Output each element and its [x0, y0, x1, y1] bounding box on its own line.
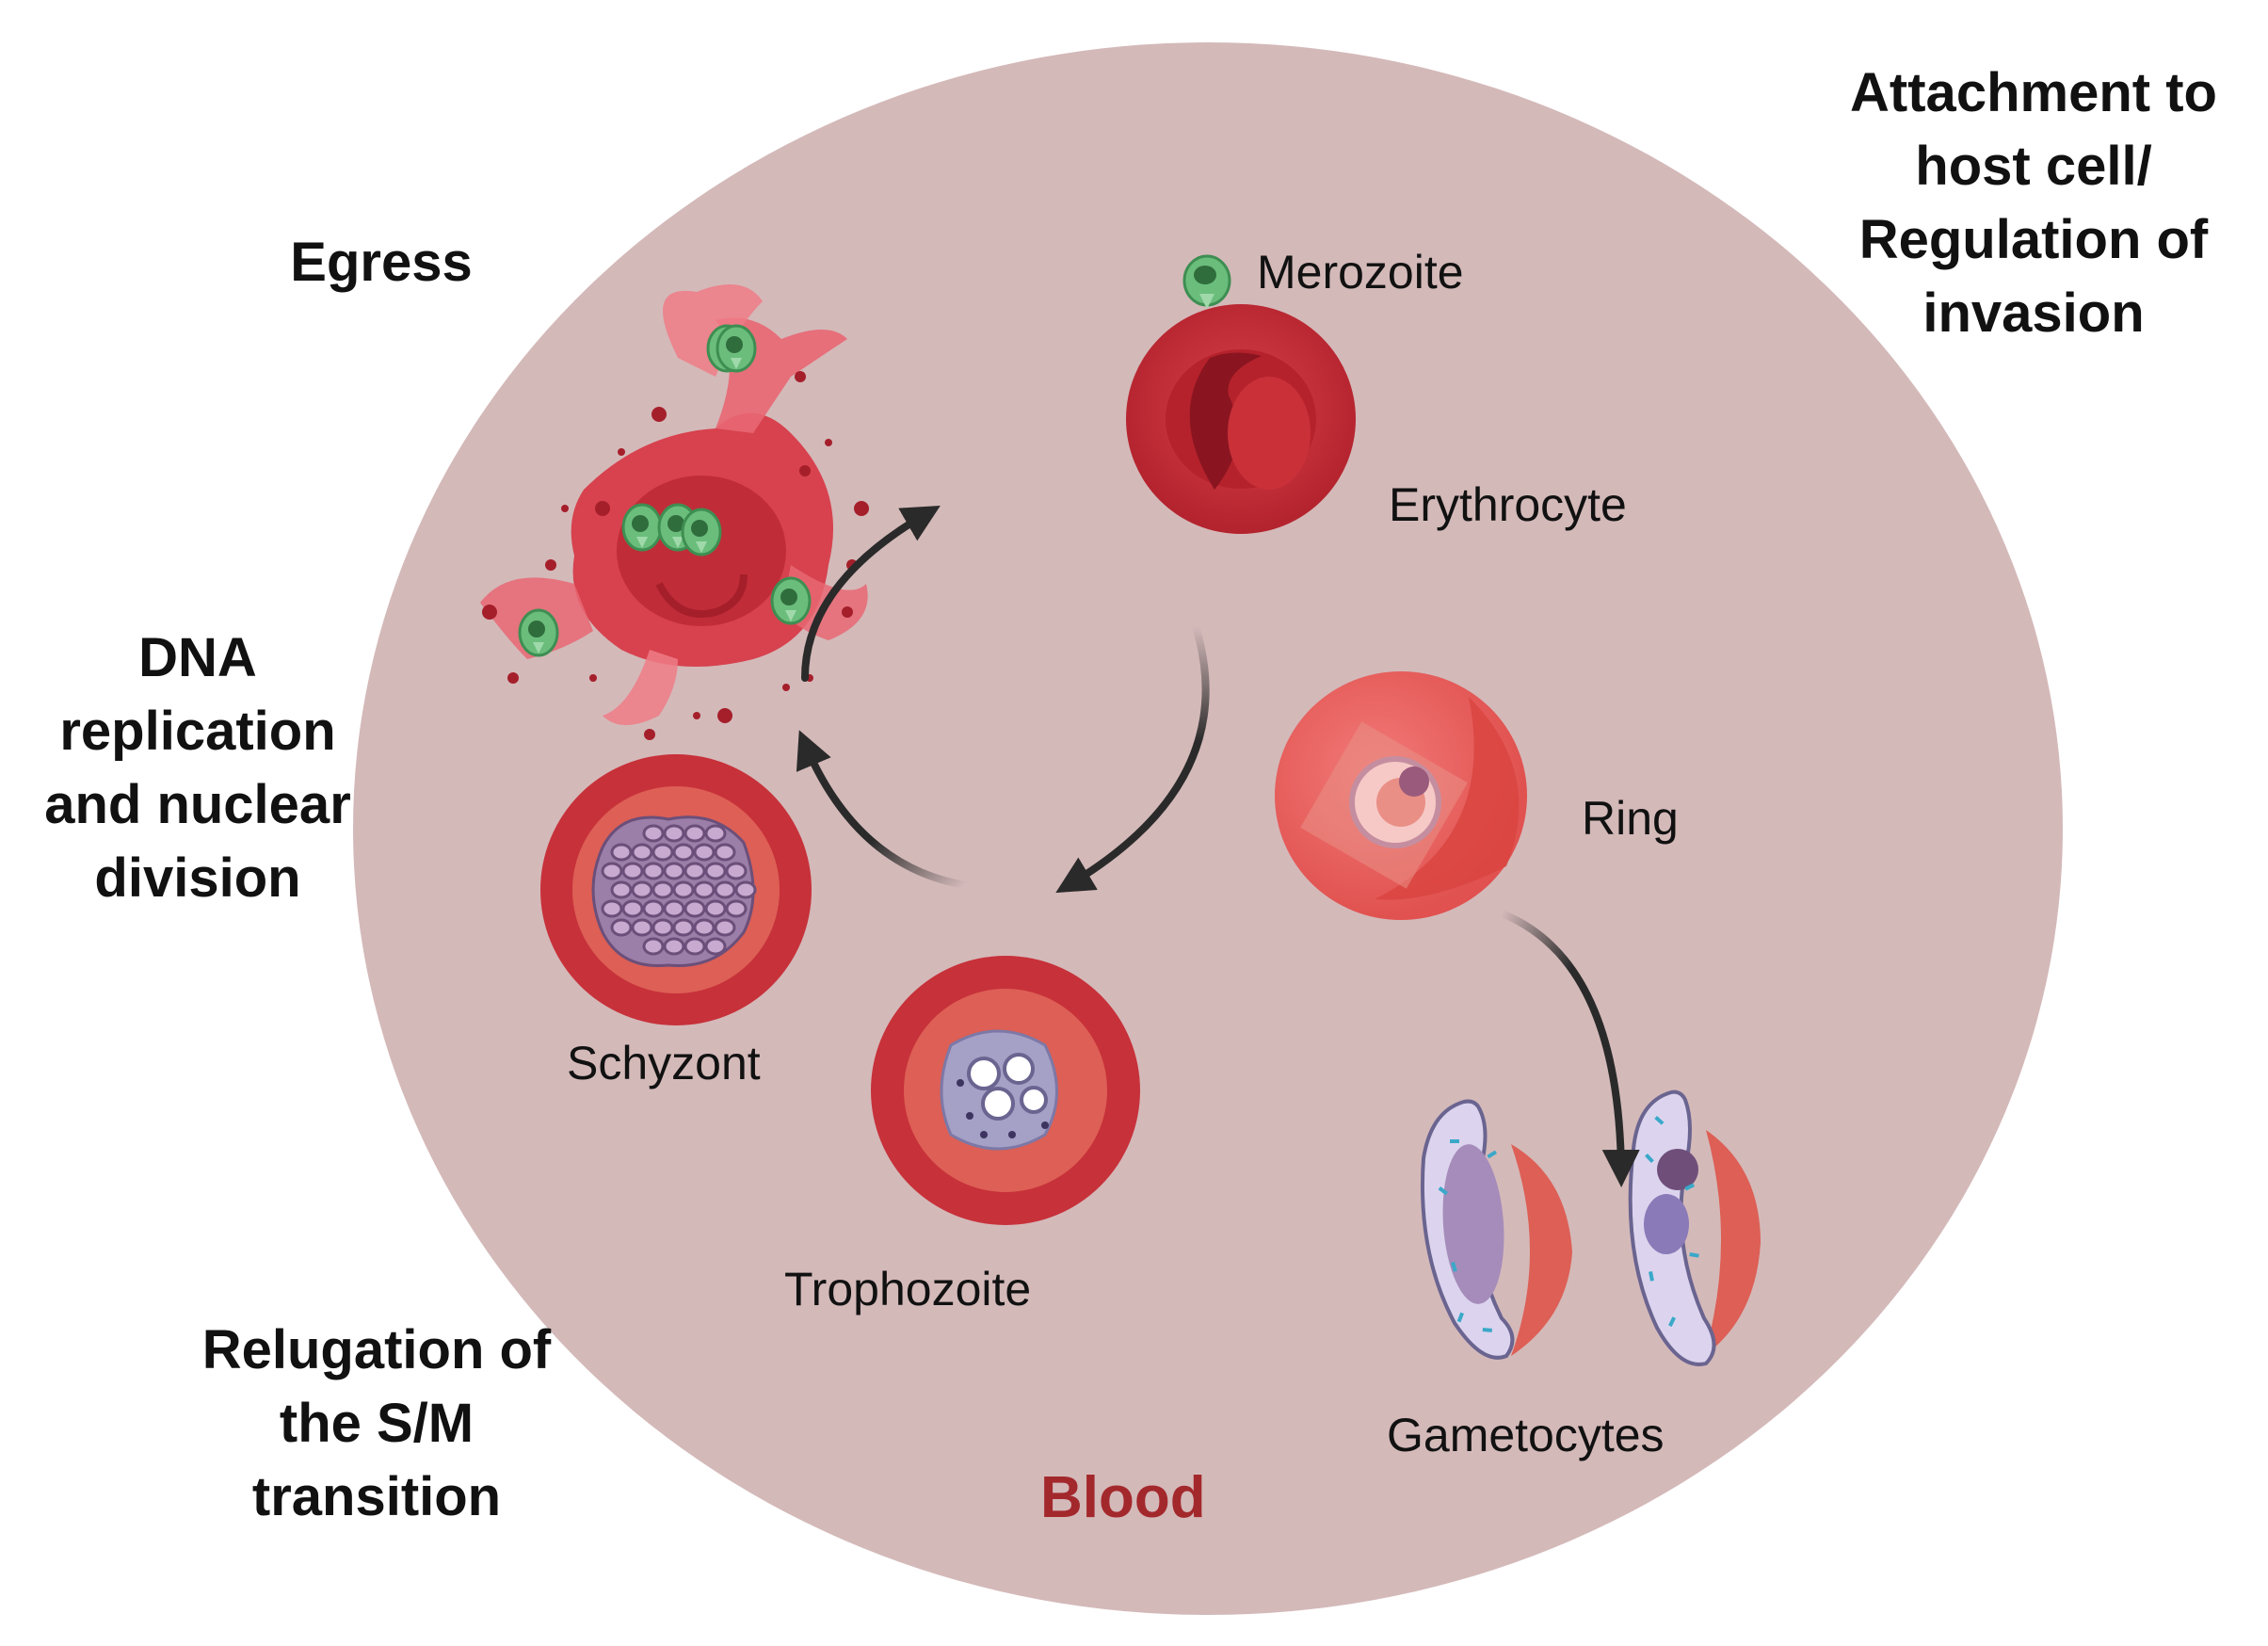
- gametocyte-fleck: [1649, 1271, 1654, 1282]
- schyzont-nucleus: [734, 880, 757, 899]
- schyzont-nucleus: [642, 824, 665, 843]
- merozoite: [681, 508, 722, 557]
- arrow-ring-to-gametocytes: [1498, 910, 1640, 1187]
- erythrocyte-icon: [1126, 304, 1356, 534]
- spatter-dot: [842, 606, 853, 618]
- spatter-dot: [799, 465, 811, 476]
- schyzont-nucleus: [631, 918, 653, 937]
- spatter-dot: [825, 439, 832, 446]
- schyzont-nucleus: [672, 918, 695, 937]
- label-relugation: Relugation of the S/M transition: [201, 1319, 552, 1527]
- ring-stage-icon: [1275, 671, 1527, 920]
- gametocyte-fleck: [1450, 1139, 1459, 1143]
- gametocyte-fleck: [1451, 1262, 1457, 1272]
- merozoite: [518, 608, 559, 657]
- arrow-erythrocyte-to-trophozoite: [1055, 622, 1210, 894]
- merozoite-icon: [1182, 254, 1231, 309]
- gametocyte-fleck: [1482, 1328, 1492, 1332]
- spatter-dot: [618, 448, 625, 456]
- schyzont-nucleus: [704, 824, 727, 843]
- schyzont-nucleus: [642, 899, 665, 918]
- merozoite: [770, 576, 812, 625]
- schyzont-nucleus: [672, 880, 695, 899]
- label-erythrocyte: Erythrocyte: [1389, 478, 1627, 531]
- spatter-dot: [482, 605, 497, 620]
- schyzont-nucleus: [672, 843, 695, 862]
- schyzont-nucleus: [693, 918, 716, 937]
- label-trophozoite: Trophozoite: [784, 1263, 1032, 1315]
- schyzont-nucleus: [704, 937, 727, 956]
- schyzont-nucleus: [693, 880, 716, 899]
- gametocyte-fleck: [1684, 1183, 1695, 1191]
- label-merozoite: Merozoite: [1257, 246, 1464, 299]
- gametocyte-fleck: [1645, 1154, 1654, 1164]
- label-dna-replication: DNA replication and nuclear division: [44, 627, 351, 909]
- spatter-dot: [589, 674, 597, 682]
- schyzont-nucleus: [610, 880, 633, 899]
- schyzont-nucleus: [631, 880, 653, 899]
- gametocyte-fleck: [1689, 1252, 1699, 1258]
- schyzont-nucleus: [651, 843, 674, 862]
- trophozoite-icon: [871, 956, 1140, 1225]
- schyzont-nucleus: [610, 918, 633, 937]
- spatter-dot: [507, 672, 519, 684]
- spatter-dot: [854, 501, 869, 516]
- label-blood: Blood: [1040, 1465, 1206, 1530]
- gametocyte-fleck: [1654, 1115, 1665, 1125]
- schyzont-nucleus: [714, 880, 736, 899]
- schyzont-nucleus: [663, 937, 685, 956]
- schyzont-nucleus: [663, 824, 685, 843]
- schyzont-nucleus: [714, 918, 736, 937]
- schyzont-nucleus: [714, 843, 736, 862]
- schyzont-nucleus: [684, 824, 706, 843]
- schyzont-nucleus: [663, 899, 685, 918]
- label-schyzont: Schyzont: [567, 1037, 761, 1089]
- schyzont-nucleus: [704, 862, 727, 880]
- schyzont-nucleus: [621, 899, 644, 918]
- schyzont-nucleus: [725, 899, 748, 918]
- gametocyte-fleck: [1456, 1312, 1464, 1323]
- merozoite: [621, 503, 663, 552]
- label-attachment: Attachment to host cell/ Regulation of i…: [1850, 62, 2217, 344]
- spatter-dot: [595, 501, 610, 516]
- schyzont-nucleus: [725, 862, 748, 880]
- schyzont-nucleus: [642, 862, 665, 880]
- schyzont-nucleus: [684, 862, 706, 880]
- merozoite: [716, 324, 757, 373]
- schyzont-nucleus: [601, 899, 623, 918]
- gametocyte-icon-left: [1420, 1099, 1572, 1360]
- schyzont-nucleus: [651, 880, 674, 899]
- arrow-schyzont-to-egress: [801, 506, 941, 682]
- schyzont-nucleus: [684, 899, 706, 918]
- schyzont-nucleus: [601, 862, 623, 880]
- label-ring: Ring: [1582, 792, 1679, 845]
- gametocyte-fleck: [1487, 1150, 1497, 1159]
- schyzont-nucleus: [693, 843, 716, 862]
- spatter-dot: [651, 407, 667, 422]
- schyzont-nucleus: [684, 937, 706, 956]
- schyzont-nucleus: [651, 918, 674, 937]
- spatter-dot: [561, 505, 569, 512]
- schyzont-nucleus: [610, 843, 633, 862]
- schyzont-nucleus: [631, 843, 653, 862]
- label-egress: Egress: [290, 232, 473, 293]
- label-gametocytes: Gametocytes: [1387, 1409, 1665, 1461]
- schyzont-nucleus: [642, 937, 665, 956]
- schyzont-nucleus: [663, 862, 685, 880]
- spatter-dot: [693, 712, 700, 719]
- schyzont-icon: [540, 754, 812, 1025]
- egress-merozoites: [518, 324, 812, 657]
- spatter-dot: [782, 684, 790, 691]
- spatter-dot: [795, 371, 806, 382]
- spatter-dot: [545, 559, 556, 571]
- schyzont-nucleus: [704, 899, 727, 918]
- gametocyte-fleck: [1438, 1186, 1448, 1196]
- schyzont-nucleus: [621, 862, 644, 880]
- spatter-dot: [717, 708, 732, 723]
- arrow-trophozoite-to-schyzont: [796, 730, 969, 889]
- gametocyte-fleck: [1668, 1316, 1676, 1327]
- spatter-dot: [644, 729, 655, 740]
